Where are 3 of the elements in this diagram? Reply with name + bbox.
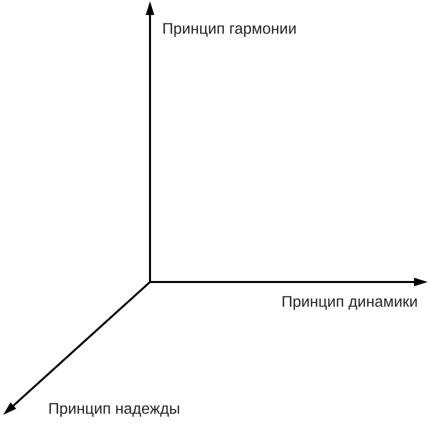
- axis-label: Принцип динамики: [282, 296, 417, 310]
- axis-label: Принцип гармонии: [163, 23, 296, 37]
- axis-label: Принцип надежды: [49, 403, 180, 417]
